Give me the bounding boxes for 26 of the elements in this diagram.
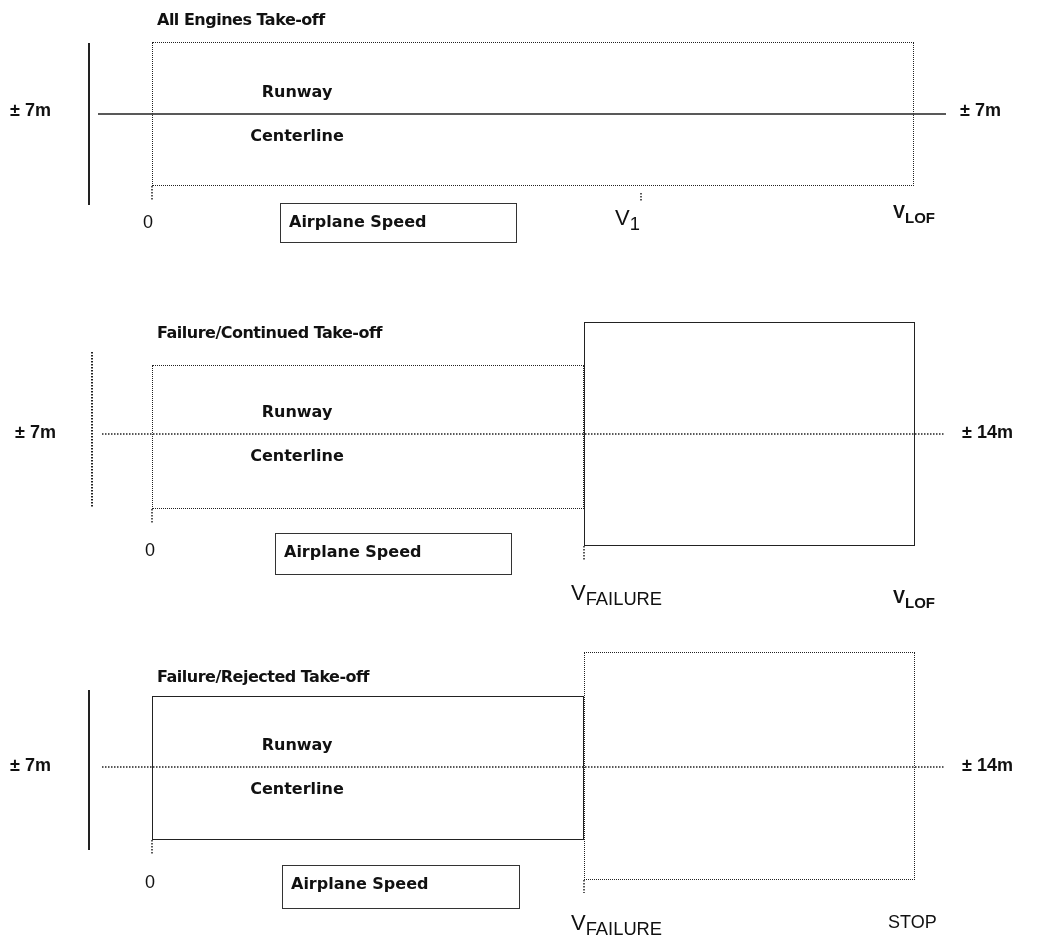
axis-label: 0 xyxy=(145,872,155,893)
speed-label-box: Airplane Speed xyxy=(280,203,517,243)
centerline-label: Runway Centerline xyxy=(249,401,345,467)
axis-label: ± 7m xyxy=(10,755,51,776)
centerline-label: Runway Centerline xyxy=(249,734,345,800)
centerline-label: Runway Centerline xyxy=(249,81,345,147)
axis-label: V$_{1}$ xyxy=(615,205,640,236)
axis-label: ± 7m xyxy=(10,100,51,121)
deviation-zone-rectangle xyxy=(584,322,915,546)
axis-label: ± 14m xyxy=(962,422,1013,443)
panel-title: Failure/Rejected Take-off xyxy=(157,667,369,686)
axis-label: 0 xyxy=(145,540,155,561)
panel-title: Failure/Continued Take-off xyxy=(157,323,382,342)
axis-label: ± 7m xyxy=(15,422,56,443)
axis-label: STOP xyxy=(888,912,937,933)
speed-label-box: Airplane Speed xyxy=(282,865,520,909)
axis-label: V$_{LOF}$ xyxy=(893,202,935,226)
axis-label: V$_{FAILURE}$ xyxy=(571,910,663,941)
panel-title: All Engines Take-off xyxy=(157,10,325,29)
axis-label: V$_{FAILURE}$ xyxy=(571,580,663,611)
speed-label-box: Airplane Speed xyxy=(275,533,512,575)
axis-label: V$_{LOF}$ xyxy=(893,587,935,611)
deviation-zone-rectangle xyxy=(584,652,915,880)
axis-label: ± 7m xyxy=(960,100,1001,121)
axis-label: ± 14m xyxy=(962,755,1013,776)
axis-label: 0 xyxy=(143,212,153,233)
